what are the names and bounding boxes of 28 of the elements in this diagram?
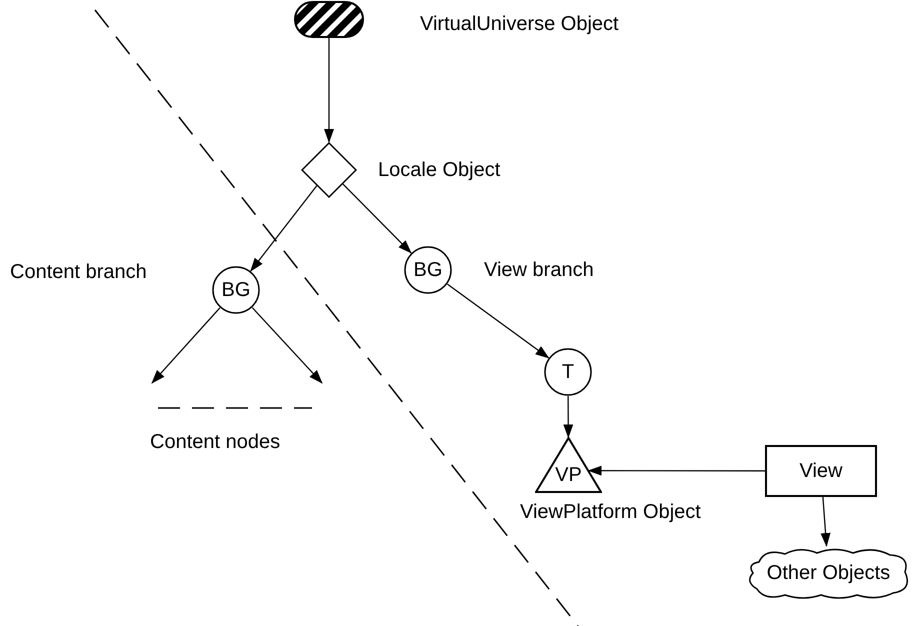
node-label: BG (222, 280, 250, 300)
group-circle (212, 266, 260, 314)
node-caption: Content branch (10, 260, 147, 285)
locale-diamond (301, 142, 357, 198)
node-label: BG (414, 260, 442, 280)
arrow (588, 466, 765, 476)
node-caption: VirtualUniverse Object (420, 12, 619, 37)
hatched-capsule (294, 1, 364, 38)
arrow (342, 184, 412, 254)
group-circle (544, 348, 592, 396)
view-box (765, 445, 877, 497)
node-label: View (800, 461, 842, 481)
node-label: T (562, 362, 574, 382)
arrow (151, 307, 220, 384)
group-label: Content nodes (150, 430, 280, 455)
arrow (563, 396, 574, 438)
node-label: VP (555, 464, 582, 485)
node-label: Other Objects (766, 563, 890, 583)
node-caption: Locale Object (378, 158, 500, 183)
node-caption: ViewPlatform Object (520, 500, 701, 525)
arrow (820, 496, 831, 547)
viewplatform-triangle (535, 437, 602, 493)
group-circle (404, 246, 452, 294)
arrow (447, 284, 550, 358)
arrow (252, 307, 323, 384)
arrow (324, 38, 334, 143)
arrow (250, 185, 318, 272)
node-caption: View branch (484, 258, 594, 283)
